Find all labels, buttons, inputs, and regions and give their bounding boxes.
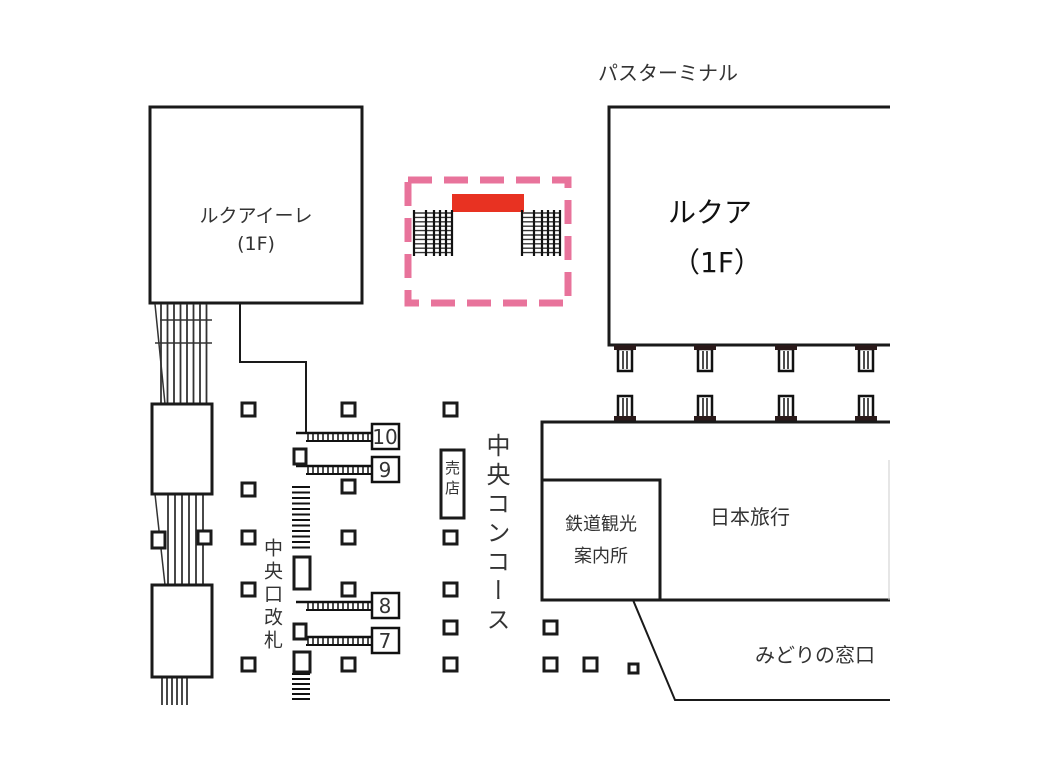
pillar — [340, 581, 357, 598]
midori-window-label: みどりの窓口 — [755, 643, 875, 667]
tourist-info-line2: 案内所 — [574, 546, 628, 567]
lucua-floor: （1F） — [672, 246, 762, 279]
highlight-area[interactable] — [404, 176, 572, 307]
lucua-1100-building[interactable] — [148, 105, 364, 305]
door-sill — [855, 345, 877, 350]
central-concourse-label: 中央コンコース — [482, 433, 510, 636]
pillar — [542, 619, 559, 636]
gate-post-upper — [292, 447, 308, 466]
entrance-door[interactable] — [616, 394, 634, 420]
gate-booth-lower — [292, 650, 312, 674]
entrance-door[interactable] — [696, 394, 714, 420]
platform-number-box — [370, 626, 401, 655]
pillar — [240, 481, 257, 498]
platform-number: 9 — [379, 458, 392, 482]
corridor-wall — [239, 303, 307, 432]
door-sill — [775, 345, 797, 350]
pillar — [542, 656, 559, 673]
gate-booth — [292, 555, 312, 591]
ticket-gates-right — [520, 210, 562, 256]
label-clip — [878, 640, 890, 670]
tourist-info-line1: 鉄道観光 — [565, 514, 637, 535]
entrance-doors-top — [614, 345, 877, 373]
door-sill — [694, 345, 716, 350]
left-small-box — [150, 530, 167, 550]
left-stairs — [150, 303, 214, 705]
gate-post-lower — [292, 622, 308, 641]
entrance-door[interactable] — [616, 347, 634, 373]
lucua-building[interactable] — [607, 105, 890, 347]
travel-agency-label: 日本旅行 — [710, 505, 790, 529]
pillar — [442, 581, 459, 598]
platform-stairs-8[interactable]: 8 — [296, 591, 401, 620]
kiosk-label: 売店 — [443, 460, 461, 500]
central-gate-turnstiles — [292, 486, 310, 700]
pillar — [442, 529, 459, 546]
ticket-gates-left — [412, 210, 454, 256]
door-sill — [614, 345, 636, 350]
entrance-door[interactable] — [777, 347, 795, 373]
lucua-1100-floor: (1F) — [237, 233, 275, 255]
stair-edge — [154, 303, 166, 405]
midori-window-area[interactable] — [632, 599, 890, 701]
pillar — [240, 656, 257, 673]
pillar — [340, 656, 357, 673]
left-block-lower — [150, 583, 214, 679]
entrance-doors-bottom — [614, 394, 877, 421]
platform-number-box — [370, 455, 401, 484]
door-sill — [855, 416, 877, 421]
pillar — [240, 581, 257, 598]
entrance-door[interactable] — [857, 394, 875, 420]
tourist-info-office[interactable] — [540, 478, 662, 602]
pillar — [627, 662, 640, 675]
left-block-upper — [150, 402, 214, 496]
pillar — [442, 656, 459, 673]
pillar — [196, 529, 213, 546]
pillar — [340, 529, 357, 546]
pillar — [582, 656, 599, 673]
platform-number: 10 — [372, 425, 397, 449]
lucua-name: ルクア — [668, 196, 752, 229]
platform-number: 7 — [379, 629, 392, 653]
pillar — [340, 401, 357, 418]
pillar — [340, 478, 357, 495]
door-sill — [614, 416, 636, 421]
pillar — [240, 529, 257, 546]
pillars — [196, 401, 640, 675]
entrance-door[interactable] — [777, 394, 795, 420]
entrance-door[interactable] — [857, 347, 875, 373]
platform-number-box — [370, 422, 401, 451]
kiosk[interactable] — [439, 448, 466, 520]
door-sill — [775, 416, 797, 421]
bus-terminal-label: パスターミナル — [598, 61, 738, 85]
lucua-1100-name: ルクアイーレ — [199, 205, 312, 227]
pillar — [240, 401, 257, 418]
central-gate-label: 中央口改札 — [261, 538, 283, 653]
platform-stairs-7[interactable]: 7 — [296, 626, 401, 655]
pillar — [442, 401, 459, 418]
platform-stairs-10[interactable]: 10 — [296, 422, 401, 451]
door-sill — [694, 416, 716, 421]
entrance-door[interactable] — [696, 347, 714, 373]
pillar — [442, 619, 459, 636]
platform-number-box — [370, 591, 401, 620]
highlight-bar[interactable] — [452, 194, 524, 212]
platform-stairs-9[interactable]: 9 — [296, 455, 401, 484]
platform-number: 8 — [379, 594, 392, 618]
